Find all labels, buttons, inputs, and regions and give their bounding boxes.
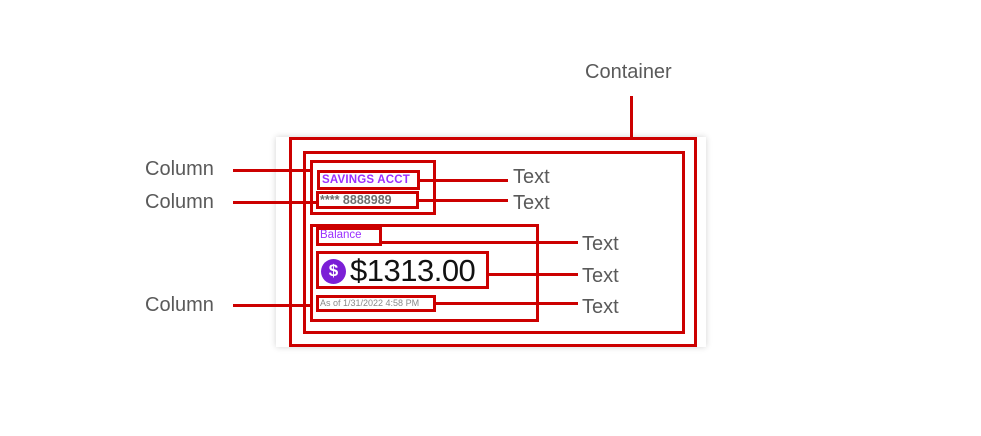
text-leader-line-4: [489, 273, 578, 276]
text-leader-line-1: [420, 179, 508, 182]
column-callout-2: Column: [145, 191, 214, 213]
as-of-timestamp-text: As of 1/31/2022 4:58 PM: [320, 298, 420, 308]
container-leader-line: [630, 96, 633, 138]
account-type-outline: [317, 170, 420, 190]
balance-amount-text: $1313.00: [350, 253, 476, 288]
text-callout-4: Text: [582, 265, 619, 287]
container-callout: Container: [585, 61, 672, 83]
text-callout-1: Text: [513, 166, 550, 188]
account-type-text: SAVINGS ACCT: [322, 174, 411, 186]
text-callout-3: Text: [582, 233, 619, 255]
dollar-coin-icon: $: [321, 258, 346, 284]
text-leader-line-2: [419, 199, 508, 202]
column-leader-line-3: [233, 304, 311, 307]
balance-label-outline: [316, 227, 382, 246]
column-callout-3: Column: [145, 294, 214, 316]
account-number-outline: [316, 191, 419, 209]
account-column-outline: [310, 160, 436, 215]
container-outline: [289, 137, 697, 347]
balance-label-text: Balance: [320, 229, 362, 241]
text-leader-line-3: [382, 241, 578, 244]
text-callout-2: Text: [513, 192, 550, 214]
column-callout-1: Column: [145, 158, 214, 180]
balance-amount-row: $ $1313.00: [321, 253, 476, 288]
balance-amount-outline: [316, 251, 489, 289]
column-leader-line-1: [233, 169, 311, 172]
as-of-outline: [316, 295, 436, 312]
text-leader-line-5: [436, 302, 578, 305]
account-number-text: **** 8888989: [320, 193, 392, 207]
inner-column-outline: [303, 151, 685, 334]
text-callout-5: Text: [582, 296, 619, 318]
column-leader-line-2: [233, 201, 317, 204]
